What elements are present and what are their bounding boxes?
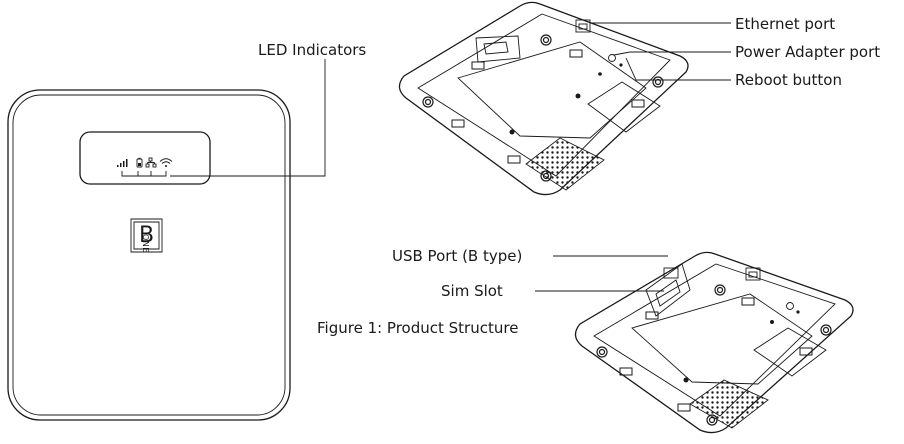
speaker-grille — [525, 137, 605, 191]
battery-icon — [136, 157, 143, 168]
logo-letter: B — [138, 223, 155, 248]
body-outline — [574, 251, 854, 434]
logo-mark — [130, 218, 163, 253]
power-adapter-port-leader — [613, 51, 731, 56]
router-bottom-view-top — [398, 1, 689, 196]
led-panel — [79, 131, 211, 185]
cover-panel — [631, 293, 813, 385]
ethernet-port-graphic — [575, 19, 591, 33]
reboot-hole-graphic — [619, 63, 623, 67]
router-inner-edge — [12, 94, 286, 416]
sim-slot-label: Sim Slot — [441, 282, 503, 300]
reboot-button-leader — [625, 57, 731, 81]
power-port-graphic — [608, 54, 616, 62]
usb-sim-slot-graphic — [645, 263, 691, 317]
rubber-foot — [422, 34, 664, 182]
signal-bars-icon — [117, 159, 128, 167]
ethernet-port-graphic — [745, 267, 761, 281]
wifi-icon — [159, 158, 173, 167]
speaker-grille — [689, 379, 769, 429]
label-area — [587, 81, 661, 133]
power-port-graphic — [786, 302, 794, 310]
body-outline — [398, 1, 689, 196]
ethernet-port-label: Ethernet port — [735, 15, 836, 33]
router-front-view — [7, 89, 291, 421]
led-indicators-label: LED Indicators — [258, 41, 367, 59]
label-area — [753, 327, 827, 377]
sim-slot-graphic — [475, 35, 521, 63]
logo-text: ONE — [141, 234, 150, 253]
router-outer-body — [7, 89, 291, 421]
usb-port-label: USB Port (B type) — [392, 247, 523, 265]
figure-caption: Figure 1: Product Structure — [317, 319, 519, 337]
rubber-foot — [596, 284, 832, 426]
reboot-button-label: Reboot button — [735, 71, 842, 89]
power-adapter-port-label: Power Adapter port — [735, 43, 881, 61]
vent-slot — [619, 297, 813, 412]
led-indicators-leader — [170, 59, 326, 177]
network-icon — [145, 157, 157, 168]
router-bottom-view-bottom — [574, 251, 854, 434]
cover-panel — [457, 41, 647, 139]
